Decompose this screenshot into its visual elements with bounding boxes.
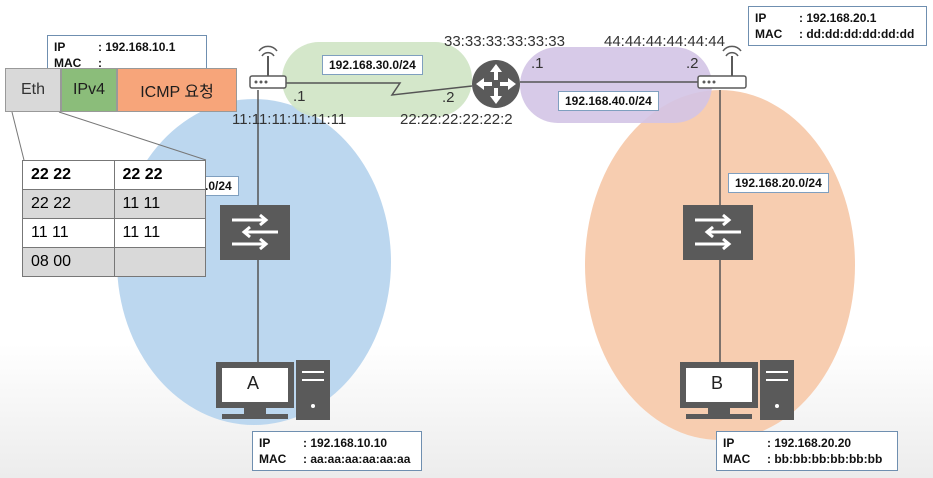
router-left-ip: : 192.168.10.1 — [98, 40, 176, 54]
router-right-port: .2 — [686, 55, 699, 72]
host-b-mac: : bb:bb:bb:bb:bb:bb — [767, 452, 883, 466]
frame-cell — [113, 247, 206, 277]
frame-cell: 11 11 — [113, 189, 206, 219]
switch-left-icon — [220, 205, 290, 260]
pdu-header: Eth IPv4 ICMP 요청 — [5, 68, 237, 112]
center-router-port-left-mac: 22:22:22:22:22:2 — [400, 111, 513, 128]
pdu-ipv4: IPv4 — [61, 68, 117, 112]
router-right-mac-key: MAC — [755, 27, 783, 41]
center-router-icon — [472, 60, 520, 108]
host-a-mac: : aa:aa:aa:aa:aa:aa — [303, 452, 411, 466]
router-right-ip: : 192.168.20.1 — [799, 11, 877, 25]
center-router-port-right: .1 — [531, 55, 544, 72]
host-b-ip-key: IP — [723, 436, 735, 450]
center-router-port-left: .2 — [442, 89, 455, 106]
network-link-right: 192.168.40.0/24 — [558, 91, 659, 111]
network-lan-left: .0/24 — [196, 176, 239, 196]
host-a-mac-key: MAC — [259, 452, 287, 466]
router-right-mac: : dd:dd:dd:dd:dd:dd — [799, 27, 915, 41]
network-link-left: 192.168.30.0/24 — [322, 55, 423, 75]
network-lan-right: 192.168.20.0/24 — [728, 173, 829, 193]
host-a-info: IP : 192.168.10.10 MAC : aa:aa:aa:aa:aa:aa — [252, 431, 422, 471]
host-b-computer-icon — [680, 360, 794, 420]
host-a-letter: A — [247, 373, 260, 393]
host-b-mac-key: MAC — [723, 452, 751, 466]
router-right-info: IP : 192.168.20.1 MAC : dd:dd:dd:dd:dd:dd — [748, 6, 927, 46]
host-b-letter: B — [711, 373, 724, 393]
host-a-ip: : 192.168.10.10 — [303, 436, 388, 450]
router-left-port-mac: 11:11:11:11:11:11 — [232, 111, 347, 128]
frame-cell: 08 00 — [22, 247, 115, 277]
center-router-mac-left: 33:33:33:33:33:33 — [444, 33, 565, 50]
host-a-computer-icon — [216, 360, 330, 420]
link-right-area — [520, 47, 712, 123]
frame-cell: 22 22 — [22, 189, 115, 219]
pointer-line-left — [11, 111, 25, 161]
pdu-icmp: ICMP 요청 — [117, 68, 237, 112]
ethernet-frame-table: 22 22 22 22 22 22 11 11 11 11 11 11 08 0… — [22, 160, 206, 277]
router-left-port: .1 — [293, 88, 306, 105]
frame-cell: 22 22 — [22, 160, 115, 190]
switch-right-icon — [683, 205, 753, 260]
router-right-icon — [697, 45, 747, 89]
frame-cell: 22 22 — [113, 160, 206, 190]
frame-cell: 11 11 — [22, 218, 115, 248]
host-b-info: IP : 192.168.20.20 MAC : bb:bb:bb:bb:bb:bb — [716, 431, 898, 471]
router-right-ip-key: IP — [755, 11, 767, 25]
frame-row-destination: 22 22 22 22 — [22, 160, 206, 190]
frame-row-type: 08 00 — [22, 247, 206, 277]
router-left-mac-key: MAC — [54, 56, 82, 70]
frame-row-destination-source: 22 22 11 11 — [22, 189, 206, 219]
router-left-icon — [249, 45, 287, 89]
host-a-ip-key: IP — [259, 436, 271, 450]
wire-link-left — [284, 82, 473, 96]
center-router-mac-right: 44:44:44:44:44:44 — [604, 33, 725, 50]
frame-row-source: 11 11 11 11 — [22, 218, 206, 248]
pointer-line-right — [58, 111, 207, 161]
frame-cell: 11 11 — [113, 218, 206, 248]
pdu-eth: Eth — [5, 68, 61, 112]
host-b-ip: : 192.168.20.20 — [767, 436, 852, 450]
router-left-ip-key: IP — [54, 40, 66, 54]
